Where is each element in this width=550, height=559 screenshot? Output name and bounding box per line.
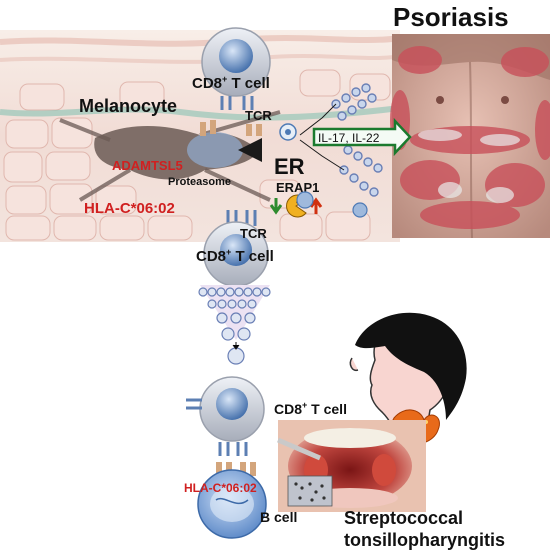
- cd8-tcell-label-middle: CD8+ T cell: [196, 247, 274, 265]
- psoriasis-title: Psoriasis: [393, 2, 509, 32]
- tcr-label-top: TCR: [245, 108, 272, 123]
- adamtsl5-label: ADAMTSL5: [112, 158, 183, 173]
- head-silhouette-icon: [349, 312, 467, 446]
- cytokine-arrow: [312, 117, 412, 157]
- small-cell-icon: [296, 191, 314, 209]
- proteasome-label: Proteasome: [168, 176, 231, 188]
- bcell-label: B cell: [260, 509, 297, 525]
- melanocyte-label: Melanocyte: [79, 96, 177, 116]
- hla-label-top: HLA-C*06:02: [84, 200, 175, 217]
- psoriasis-photo: [390, 34, 550, 239]
- bacteria-micrograph-inset: [287, 475, 333, 507]
- strep-label-line1: Streptococcal: [344, 508, 463, 528]
- tcell-icon-middle: [203, 210, 269, 287]
- tcell-icon-top: [201, 27, 271, 110]
- branch-lines-top: [299, 103, 345, 171]
- strep-label-line2: tonsillopharyngitis: [344, 530, 505, 550]
- cytokine-label: IL-17, IL-22: [318, 131, 380, 145]
- tcr-label-middle: TCR: [240, 226, 267, 241]
- tcell-icon-bottom: [186, 376, 265, 456]
- clonal-expansion-icon: [198, 285, 271, 365]
- melanocyte-cell: [59, 110, 281, 202]
- cd8-tcell-label-top: CD8+ T cell: [192, 74, 270, 92]
- antibody-icon-cluster-top: [331, 83, 383, 197]
- erap1-label: ERAP1: [276, 180, 319, 195]
- melanocyte-receptors: [200, 120, 262, 136]
- hla-label-bottom: HLA-C*06:02: [184, 481, 257, 495]
- er-label: ER: [274, 154, 305, 179]
- cd8-tcell-label-bottom: CD8+ T cell: [274, 400, 347, 417]
- mhc-complex-top: [279, 123, 297, 141]
- bcell-icon: [197, 462, 267, 539]
